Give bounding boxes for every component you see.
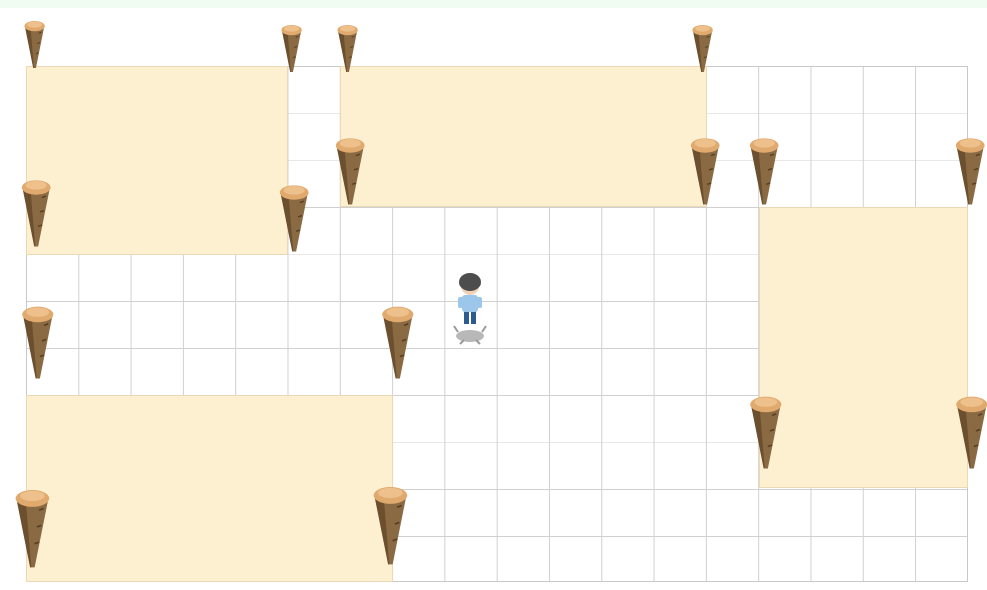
wooden-stake-icon: [686, 134, 724, 206]
wooden-stake-icon: [689, 22, 716, 73]
wooden-stake-icon: [17, 176, 55, 248]
top-strip: [0, 0, 987, 8]
zone-top-center: [340, 66, 707, 207]
wooden-stake-icon: [745, 134, 783, 206]
wooden-stake-icon: [377, 302, 419, 380]
wooden-stake-icon: [334, 22, 361, 73]
wooden-stake-icon: [278, 22, 305, 73]
wooden-stake-icon: [331, 134, 369, 206]
wooden-stake-icon: [951, 392, 987, 470]
player-character[interactable]: [450, 270, 490, 350]
zone-bottom-left: [26, 395, 393, 582]
wooden-stake-icon: [21, 18, 48, 69]
wooden-stake-icon: [17, 302, 59, 380]
boy-character-icon: [450, 270, 490, 350]
wooden-stake-icon: [275, 181, 313, 253]
wooden-stake-icon: [10, 485, 55, 569]
zone-right: [759, 207, 968, 488]
zone-top-left: [26, 66, 288, 255]
wooden-stake-icon: [745, 392, 787, 470]
wooden-stake-icon: [951, 134, 987, 206]
wooden-stake-icon: [368, 482, 413, 566]
